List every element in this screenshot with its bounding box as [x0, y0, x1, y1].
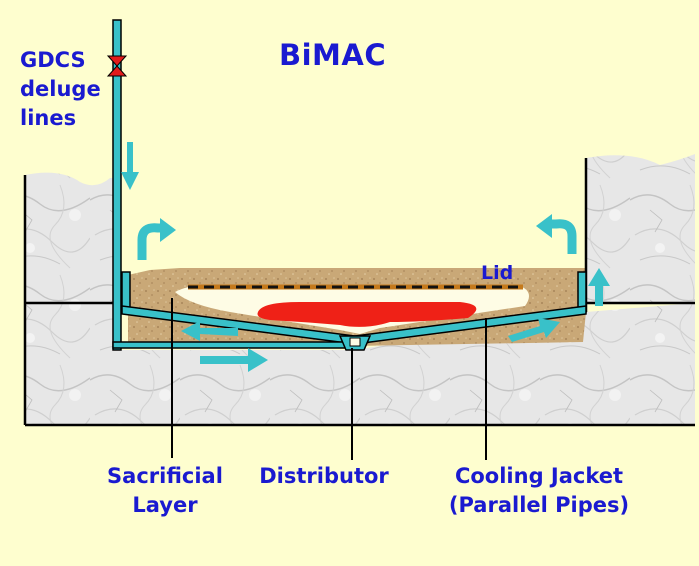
distributor-label-line: Distributor — [259, 464, 389, 488]
gdcs-label-line: lines — [20, 106, 77, 130]
leader-lines — [171, 298, 487, 460]
deluge-valve-icon — [106, 55, 128, 77]
distributor-icon — [338, 335, 372, 351]
sacrificial-label-line: Layer — [132, 493, 198, 517]
sacrificial-layer-label: Sacrificial Layer — [101, 462, 229, 520]
left-curved-arrow-icon — [137, 218, 176, 260]
gdcs-deluge-pipe — [112, 19, 122, 351]
right-curved-arrow-icon — [536, 214, 577, 254]
pit-outline — [23, 158, 695, 427]
cooling-label-line: Cooling Jacket — [454, 464, 624, 488]
distributor-label: Distributor — [254, 462, 394, 491]
up-arrow-icon — [588, 268, 610, 306]
cooling-label-line: (Parallel Pipes) — [448, 493, 630, 517]
lid-label: Lid — [481, 262, 514, 284]
right-arrow-icon — [200, 348, 268, 372]
gdcs-deluge-lines-label: GDCS deluge lines — [20, 46, 101, 133]
diagram-title: BiMAC — [279, 38, 387, 72]
down-arrow-icon — [121, 142, 139, 190]
gdcs-label-line: deluge — [20, 77, 101, 101]
left-jacket-wall — [121, 271, 131, 309]
gdcs-label-line: GDCS — [20, 48, 86, 72]
cooling-jacket-label: Cooling Jacket (Parallel Pipes) — [441, 462, 637, 520]
up-right-arrow-icon — [508, 318, 560, 342]
corium-melt — [257, 302, 477, 327]
right-upper-rock — [586, 154, 695, 303]
left-upper-rock — [25, 172, 118, 303]
flow-arrows — [121, 142, 610, 372]
left-arrow-icon — [181, 321, 238, 341]
bottom-feed-pipe — [112, 341, 350, 349]
sacrificial-label-line: Sacrificial — [107, 464, 223, 488]
